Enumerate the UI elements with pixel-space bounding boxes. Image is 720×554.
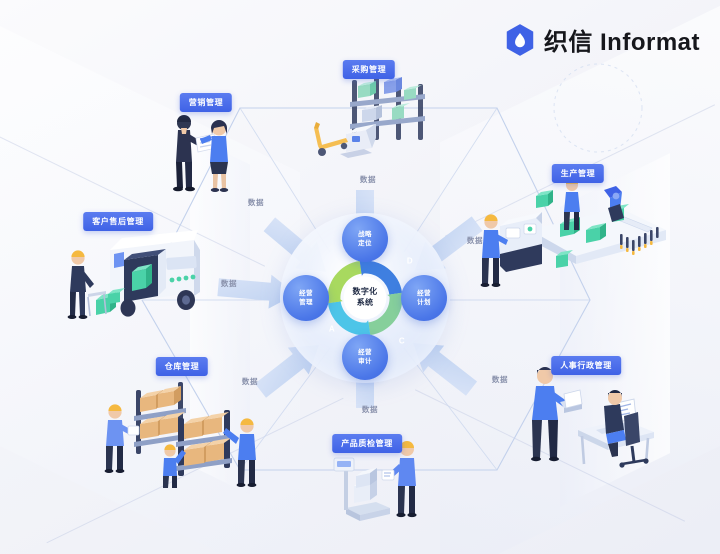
module-label-production[interactable]: 生产管理 bbox=[551, 164, 605, 183]
data-marketing-label: 数据 bbox=[247, 198, 265, 207]
data-quality-label: 数据 bbox=[361, 405, 379, 414]
pdca-cycle-diagram bbox=[323, 256, 407, 340]
module-label-hr[interactable]: 人事行政管理 bbox=[551, 356, 621, 375]
module-label-procurement[interactable]: 采购管理 bbox=[342, 60, 396, 79]
data-warehouse-label: 数据 bbox=[241, 377, 259, 386]
hub-node-audit[interactable]: 经营 审计 bbox=[342, 334, 388, 380]
illustration-warehouse bbox=[102, 372, 272, 490]
brand-name: 织信 Informat bbox=[543, 29, 700, 56]
illustration-procurement bbox=[300, 72, 450, 182]
hub-node-plan-line1: 经营 bbox=[417, 289, 431, 297]
hub-node-strategy-line1: 战略 bbox=[358, 230, 372, 238]
module-label-marketing[interactable]: 营销管理 bbox=[179, 93, 233, 112]
module-label-aftersales[interactable]: 客户售后管理 bbox=[83, 212, 153, 231]
illustration-production bbox=[480, 178, 668, 302]
pdca-letter-a: A bbox=[328, 324, 336, 334]
data-aftersales-label: 数据 bbox=[220, 279, 238, 288]
data-production-label: 数据 bbox=[466, 236, 484, 245]
illustration-marketing bbox=[160, 104, 260, 196]
decorative-dashed-circle bbox=[553, 63, 643, 153]
module-label-warehouse[interactable]: 仓库管理 bbox=[155, 357, 209, 376]
hub-node-plan-line2: 计划 bbox=[417, 299, 431, 306]
pdca-letter-d: D bbox=[406, 256, 414, 266]
illustration-hr bbox=[520, 360, 660, 480]
center-title: 数字化 系统 bbox=[343, 278, 387, 318]
brand-logo: 织信 Informat bbox=[505, 22, 700, 57]
illustration-quality bbox=[332, 440, 442, 540]
illustration-aftersales bbox=[62, 222, 202, 334]
hub-node-operation[interactable]: 经营 管理 bbox=[283, 275, 329, 321]
hub-node-audit-line1: 经营 bbox=[358, 348, 372, 356]
center-title-line1: 数字化 bbox=[352, 287, 378, 297]
pdca-letter-c: C bbox=[398, 336, 406, 346]
data-hr-label: 数据 bbox=[491, 375, 509, 384]
hub-node-operation-line1: 经营 bbox=[299, 289, 313, 297]
module-label-quality[interactable]: 产品质检管理 bbox=[332, 434, 402, 453]
hub-node-operation-line2: 管理 bbox=[299, 299, 313, 306]
pdca-segment-p bbox=[327, 260, 362, 304]
hub-node-strategy-line2: 定位 bbox=[358, 240, 372, 247]
pdca-segment-d bbox=[359, 260, 403, 295]
data-procurement-label: 数据 bbox=[359, 175, 377, 184]
pdca-segment-c bbox=[368, 292, 403, 336]
hub-node-strategy[interactable]: 战略 定位 bbox=[342, 216, 388, 262]
pdca-segment-a bbox=[327, 301, 371, 336]
center-title-line2: 系统 bbox=[356, 298, 374, 307]
hub-node-audit-line2: 审计 bbox=[358, 358, 372, 365]
hub-node-plan[interactable]: 经营 计划 bbox=[401, 275, 447, 321]
digital-system-hub: P D C A 数字化 系统 战略 定位 经营 管理 经营 计划 bbox=[280, 213, 450, 383]
informat-hexagon-logo-icon bbox=[506, 23, 534, 56]
